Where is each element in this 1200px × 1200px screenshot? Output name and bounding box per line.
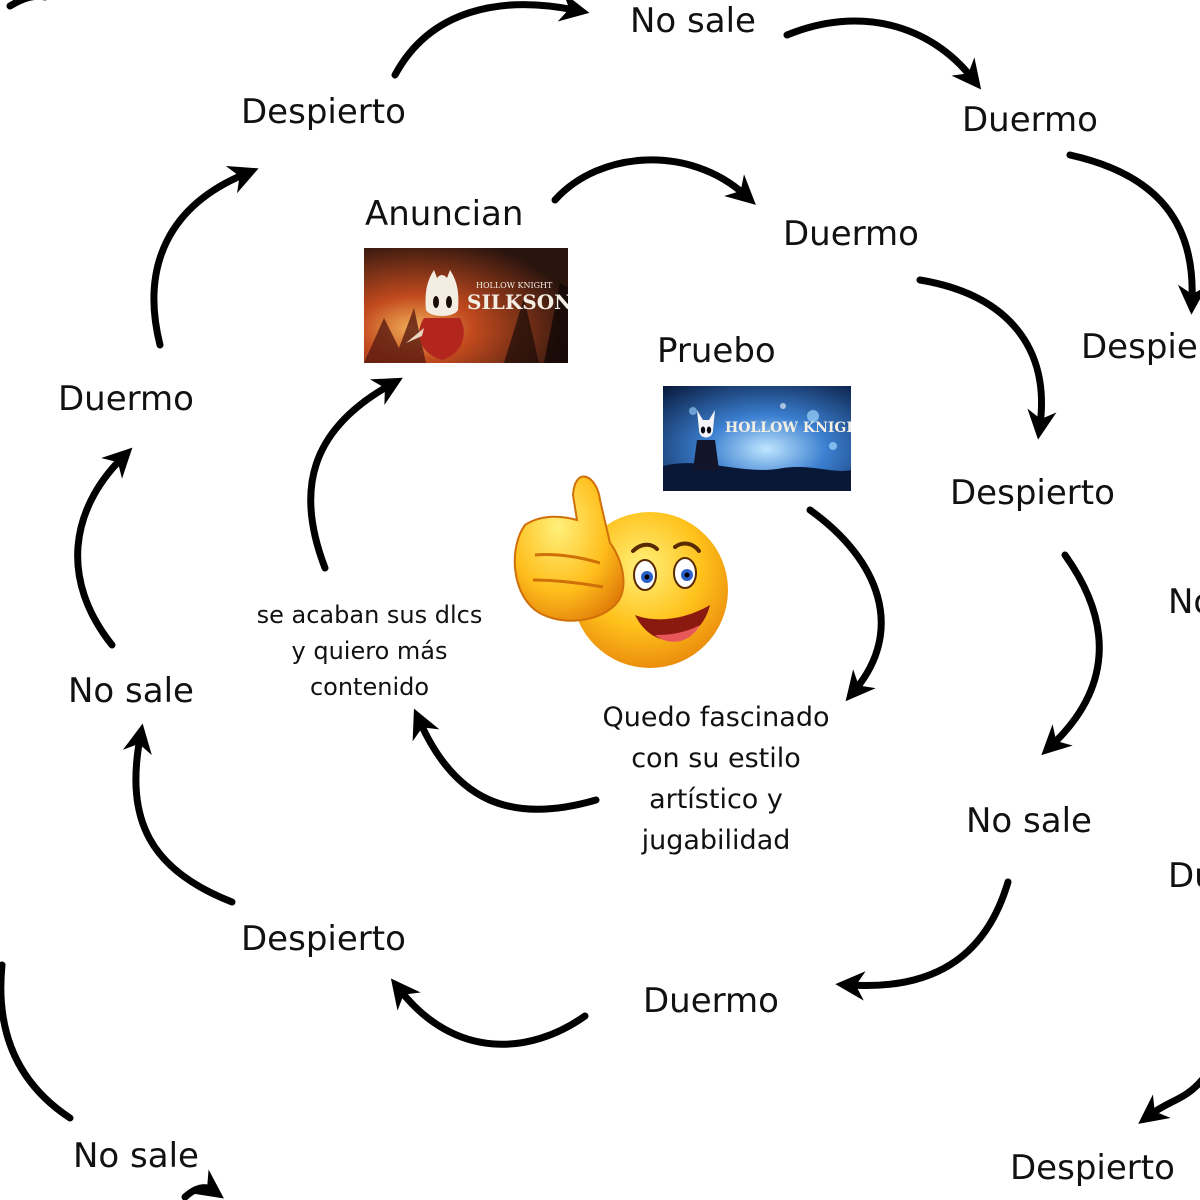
label-despierto-bottom-left: Despierto: [241, 919, 406, 959]
label-duermo-top-right: Duermo: [962, 100, 1098, 140]
label-duermo-bottom: Duermo: [643, 981, 779, 1021]
dlc-line-2: y quiero más: [291, 637, 448, 665]
fasc-line-1: Quedo fascinado: [602, 702, 830, 733]
arrow-nosale-to-duermo-bottom: [835, 878, 1012, 1001]
label-anuncian: Anuncian: [365, 194, 524, 234]
arrow-fascinado-to-dlc: [412, 708, 600, 813]
label-no-sale-right: No sale: [966, 801, 1092, 841]
label-no-sale-right-cut: No: [1168, 582, 1200, 622]
knight-icon: [663, 386, 851, 491]
silksong-image: HOLLOW KNIGHT SILKSONG: [364, 248, 568, 363]
arrow-despierto-to-nosale-right: [1041, 551, 1103, 756]
label-despierto-right: Despierto: [950, 473, 1115, 513]
label-despierto-bottom-right: Despierto: [1010, 1148, 1175, 1188]
fasc-line-2: con su estilo: [631, 743, 801, 774]
arrow-duermo-to-despierto-cut: [1066, 151, 1200, 315]
arrow-despierto-to-nosale-top: [391, 0, 590, 79]
arrow-nosale-to-duermo-left: [74, 447, 133, 649]
label-duermo-right-inner: Duermo: [783, 214, 919, 254]
label-fascinado-note: Quedo fascinado con su estilo artístico …: [585, 697, 847, 861]
silksong-title: SILKSONG: [467, 290, 568, 314]
arrow-outer-left: [0, 961, 74, 1122]
hornet-icon: [364, 248, 568, 363]
arrow-despierto-to-nosale-left: [122, 723, 236, 906]
label-no-sale-bottom: No sale: [73, 1136, 199, 1176]
dlc-line-3: contenido: [309, 673, 430, 701]
arrow-duermo-to-despierto-top: [150, 166, 259, 349]
fasc-line-4: jugabilidad: [641, 825, 791, 856]
label-no-sale-top: No sale: [630, 1, 756, 41]
label-du-right-cut: Du: [1168, 856, 1200, 896]
label-no-sale-left: No sale: [68, 671, 194, 711]
arrow-duermo-to-despierto: [916, 276, 1057, 440]
dlc-line-1: se acaban sus dlcs: [256, 601, 483, 629]
arrow-hk-to-fascinado: [806, 506, 885, 702]
silksong-brand: HOLLOW KNIGHT: [476, 281, 553, 290]
arrow-outer-top-left: [6, 0, 47, 10]
arrow-anuncian-to-duermo: [551, 156, 756, 205]
label-dlc-note: se acaban sus dlcs y quiero más contenid…: [222, 597, 517, 705]
arrow-duermo-to-despierto-bottom: [390, 978, 589, 1048]
label-despierto-right-cut: Despie: [1081, 327, 1198, 367]
arrow-outer-right-bottom: [1138, 1077, 1200, 1124]
fasc-line-3: artístico y: [649, 784, 783, 815]
label-pruebo: Pruebo: [657, 331, 776, 371]
hollow-knight-image: HOLLOW KNIGHT: [663, 386, 851, 491]
label-despierto-top: Despierto: [241, 92, 406, 132]
arrow-nosale-to-duermo-top: [783, 17, 982, 90]
arrow-dlc-to-anuncian: [307, 377, 403, 572]
thumbs-up-smiley-icon: [513, 475, 728, 668]
hollow-knight-title: HOLLOW KNIGHT: [725, 420, 851, 436]
label-duermo-left: Duermo: [58, 379, 194, 419]
arrow-outer-bottom: [181, 1169, 224, 1200]
